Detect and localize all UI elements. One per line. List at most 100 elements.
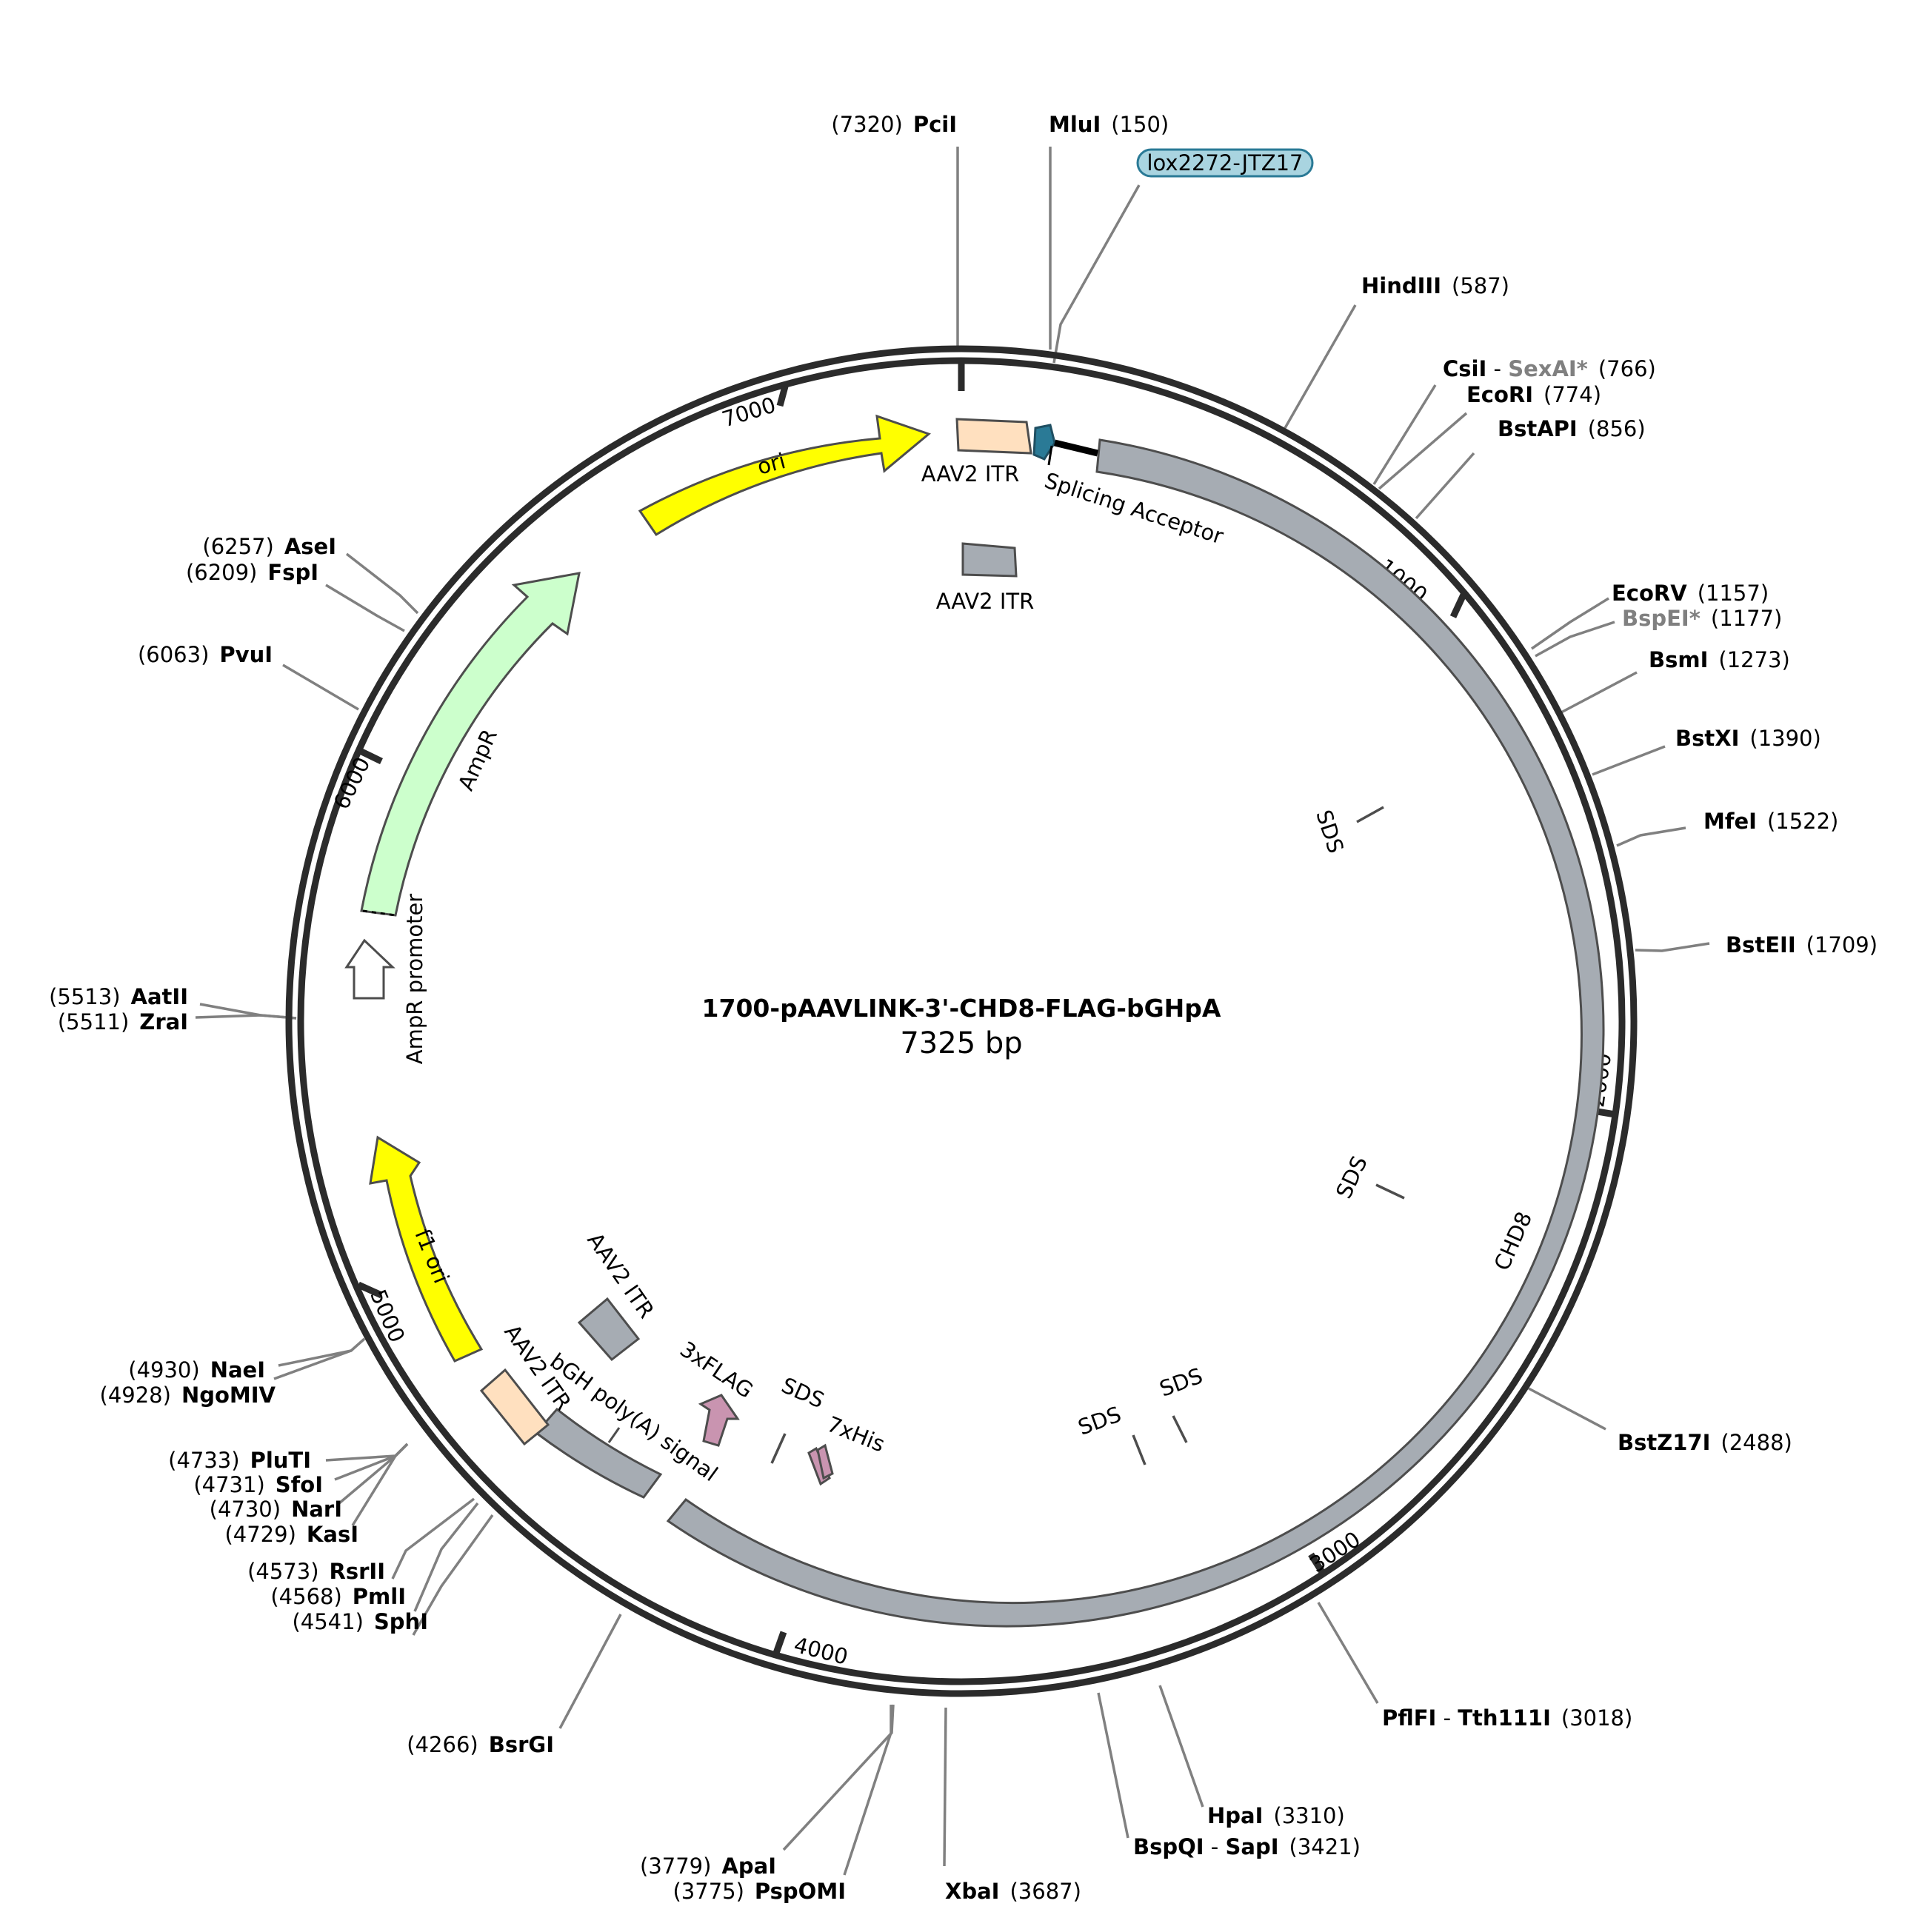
plasmid-size: 7325 bp (900, 1026, 1022, 1060)
site-bspqi[interactable]: BspQI - SapI(3421) (1133, 1834, 1361, 1859)
svg-text:MfeI(1522): MfeI(1522) (1703, 809, 1838, 834)
flag-label: 3xFLAG (675, 1337, 758, 1403)
sds-label-1: SDS (1311, 807, 1349, 857)
sds-label-5: SDS (778, 1372, 828, 1413)
svg-text:XbaI(3687): XbaI(3687) (945, 1879, 1081, 1904)
site-naei[interactable]: (4930)NaeI (128, 1357, 265, 1383)
svg-text:PflFI - Tth111I(3018): PflFI - Tth111I(3018) (1382, 1705, 1632, 1731)
site-xbai[interactable]: XbaI(3687) (945, 1879, 1081, 1904)
svg-text:EcoRI(774): EcoRI(774) (1466, 382, 1601, 407)
lox-feature[interactable] (1032, 424, 1056, 461)
svg-text:(4266)BsrGI: (4266)BsrGI (407, 1732, 554, 1757)
site-zrai[interactable]: (5511)ZraI (58, 1009, 188, 1034)
site-hindiii[interactable]: HindIII(587) (1361, 273, 1509, 298)
site-bsrgi[interactable]: (4266)BsrGI (407, 1732, 554, 1757)
svg-text:(4733)PluTI: (4733)PluTI (168, 1448, 311, 1473)
svg-text:HpaI(3310): HpaI(3310) (1207, 1803, 1345, 1828)
aav2-itr-box-top[interactable] (955, 418, 1032, 455)
site-pspomi[interactable]: (3775)PspOMI (673, 1879, 846, 1904)
site-ngomiv[interactable]: (4928)NgoMIV (100, 1383, 276, 1408)
aav2-itr-label-inner: AAV2 ITR (936, 589, 1035, 614)
lox-label-pill[interactable]: lox2272-JTZ17 (1136, 148, 1314, 178)
svg-text:(5513)AatII: (5513)AatII (49, 984, 188, 1009)
site-ecori[interactable]: EcoRI(774) (1466, 382, 1601, 407)
site-mfei[interactable]: MfeI(1522) (1703, 809, 1838, 834)
site-hpai[interactable]: HpaI(3310) (1207, 1803, 1345, 1828)
site-csii[interactable]: CsiI - SexAI*(766) (1443, 356, 1656, 381)
site-bsteii[interactable]: BstEII(1709) (1726, 932, 1878, 957)
sds-label-4: SDS (1156, 1363, 1206, 1402)
svg-text:CsiI - SexAI*(766): CsiI - SexAI*(766) (1443, 356, 1656, 381)
svg-text:(3779)ApaI: (3779)ApaI (640, 1854, 776, 1879)
aav2-itr-label-top: AAV2 ITR (921, 461, 1020, 487)
svg-text:(6209)FspI: (6209)FspI (186, 560, 318, 585)
svg-text:(4573)RsrII: (4573)RsrII (247, 1559, 385, 1584)
his-feature[interactable] (807, 1443, 834, 1486)
site-pflfi[interactable]: PflFI - Tth111I(3018) (1382, 1705, 1632, 1731)
svg-text:(4568)PmlI: (4568)PmlI (270, 1584, 406, 1609)
backbone (285, 345, 1638, 1697)
site-bstz17i[interactable]: BstZ17I(2488) (1618, 1430, 1792, 1455)
svg-text:BsmI(1273): BsmI(1273) (1649, 647, 1790, 672)
sds-label-3: SDS (1075, 1402, 1124, 1440)
site-pvui[interactable]: (6063)PvuI (138, 642, 273, 667)
svg-text:(5511)ZraI: (5511)ZraI (58, 1009, 188, 1034)
site-kasi[interactable]: (4729)KasI (224, 1522, 358, 1547)
sds-marks (770, 806, 1405, 1465)
site-bstapi[interactable]: BstAPI(856) (1498, 416, 1646, 441)
site-rsrii[interactable]: (4573)RsrII (247, 1559, 385, 1584)
plasmid-name: 1700-pAAVLINK-3'-CHD8-FLAG-bGHpA (702, 994, 1221, 1023)
svg-text:HindIII(587): HindIII(587) (1361, 273, 1509, 298)
site-mlui[interactable]: MluI(150) (1049, 112, 1169, 137)
aav2-itr-segment-lower (534, 1407, 663, 1499)
site-pcii[interactable]: (7320)PciI (831, 112, 957, 137)
his-label: 7xHis (824, 1411, 888, 1457)
site-aatii[interactable]: (5513)AatII (49, 984, 188, 1009)
svg-text:(3775)PspOMI: (3775)PspOMI (673, 1879, 846, 1904)
cut-site-lines (195, 147, 1710, 1876)
site-bstxi[interactable]: BstXI(1390) (1675, 726, 1821, 751)
aav2-itr-box-lower (479, 1368, 550, 1446)
svg-text:BspEI*(1177): BspEI*(1177) (1622, 606, 1782, 631)
ampr-feature[interactable] (360, 572, 581, 917)
sds-label-2: SDS (1331, 1152, 1372, 1203)
site-fspi[interactable]: (6209)FspI (186, 560, 318, 585)
site-bspei[interactable]: BspEI*(1177) (1622, 606, 1782, 631)
svg-text:BspQI - SapI(3421): BspQI - SapI(3421) (1133, 1834, 1361, 1859)
site-pluti[interactable]: (4733)PluTI (168, 1448, 311, 1473)
svg-text:(6257)AseI: (6257)AseI (202, 534, 336, 559)
svg-text:(4541)SphI: (4541)SphI (292, 1609, 428, 1634)
svg-text:BstAPI(856): BstAPI(856) (1498, 416, 1646, 441)
site-pmli[interactable]: (4568)PmlI (270, 1584, 406, 1609)
svg-text:(4930)NaeI: (4930)NaeI (128, 1357, 265, 1383)
aav2-itr-label-lower-inner: AAV2 ITR (582, 1228, 659, 1323)
svg-text:(4731)SfoI: (4731)SfoI (193, 1472, 323, 1497)
svg-text:BstXI(1390): BstXI(1390) (1675, 726, 1821, 751)
svg-text:(4730)NarI: (4730)NarI (210, 1497, 342, 1522)
chd8-feature[interactable] (666, 438, 1605, 1628)
site-asei[interactable]: (6257)AseI (202, 534, 336, 559)
site-bsmi[interactable]: BsmI(1273) (1649, 647, 1790, 672)
svg-text:(7320)PciI: (7320)PciI (831, 112, 957, 137)
svg-text:(6063)PvuI: (6063)PvuI (138, 642, 273, 667)
chd8-label: CHD8 (1489, 1208, 1537, 1274)
tick-marks (357, 361, 1616, 1657)
site-sfoi[interactable]: (4731)SfoI (193, 1472, 323, 1497)
ori-feature[interactable] (638, 414, 932, 537)
site-apai[interactable]: (3779)ApaI (640, 1854, 776, 1879)
site-ecorv[interactable]: EcoRV(1157) (1612, 581, 1769, 606)
site-sphi[interactable]: (4541)SphI (292, 1609, 428, 1634)
aav2-itr-box-inner[interactable] (961, 542, 1018, 578)
f1-ori-feature[interactable] (369, 1135, 484, 1363)
ampr-promoter-label: AmpR promoter (402, 894, 427, 1065)
svg-text:MluI(150): MluI(150) (1049, 112, 1169, 137)
ampr-promoter-feature[interactable] (344, 938, 396, 1000)
site-nari[interactable]: (4730)NarI (210, 1497, 342, 1522)
aav2-itr-box-lower-inner[interactable] (577, 1297, 641, 1362)
flag-feature[interactable] (698, 1394, 740, 1447)
svg-text:EcoRV(1157): EcoRV(1157) (1612, 581, 1769, 606)
lox-label: lox2272-JTZ17 (1147, 150, 1304, 176)
svg-text:(4928)NgoMIV: (4928)NgoMIV (100, 1383, 276, 1408)
